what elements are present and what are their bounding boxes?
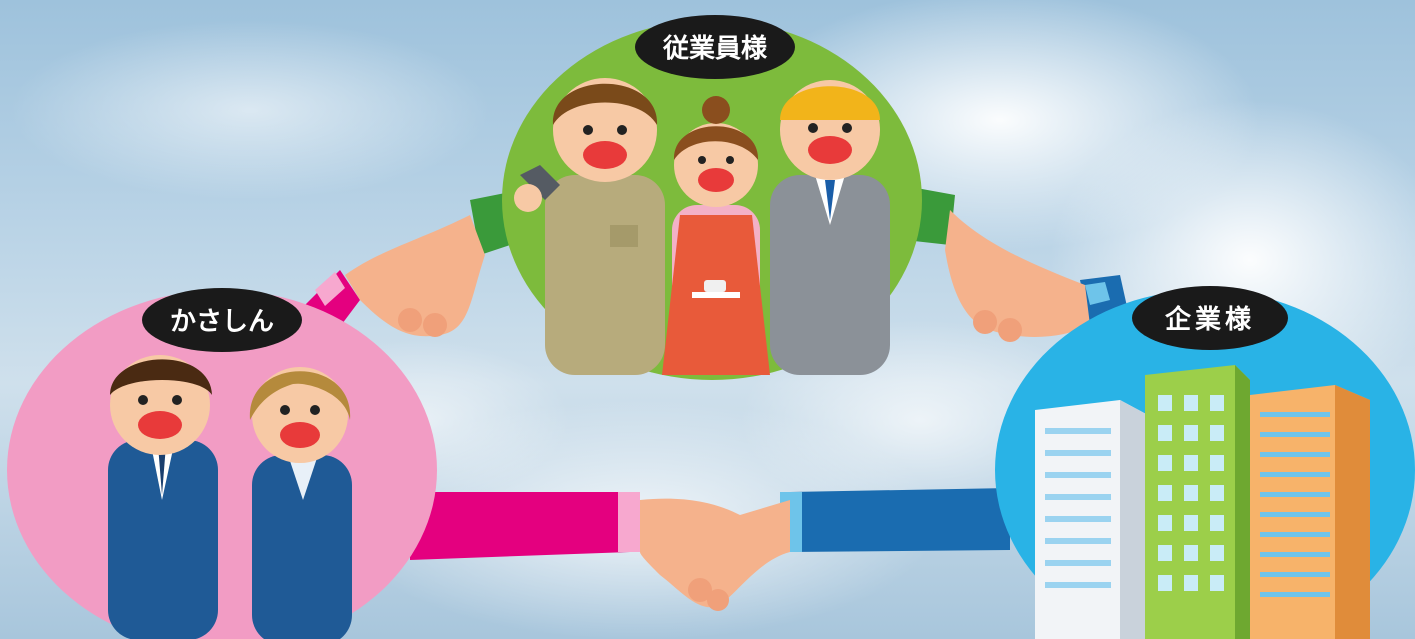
waitress-icon — [662, 96, 770, 375]
wrench-icon — [520, 165, 560, 200]
businesswoman-icon — [249, 367, 352, 639]
coffee-cup-icon — [704, 280, 726, 292]
handshake-right-icon — [945, 210, 1090, 337]
pink-sleeve-bottom — [410, 492, 630, 560]
employees-badge — [635, 15, 795, 79]
building-orange-icon — [1250, 385, 1370, 639]
bottom-handshake — [410, 488, 1010, 611]
kashin-group: かさしん — [7, 288, 437, 639]
companies-group: 企業様 — [995, 286, 1415, 639]
building-white-icon — [1035, 400, 1148, 639]
kashin-label: かさしん — [170, 307, 274, 337]
hard-hat-icon — [780, 86, 880, 120]
building-green-icon — [1145, 365, 1250, 639]
employees-label: 従業員様 — [662, 33, 768, 64]
employees-group: 従業員様 — [502, 15, 922, 380]
blue-sleeve-bottom — [790, 488, 1010, 552]
kashin-badge — [142, 288, 302, 352]
office-worker-icon — [770, 80, 890, 375]
handshake-bottom-icon — [640, 498, 790, 608]
businessman-icon — [108, 355, 218, 639]
handshake-left-icon — [345, 215, 485, 337]
mechanic-icon — [514, 78, 665, 375]
companies-badge — [1132, 286, 1288, 350]
pink-cuff — [618, 492, 640, 552]
tray — [692, 292, 740, 298]
companies-label: 企業様 — [1165, 304, 1255, 335]
